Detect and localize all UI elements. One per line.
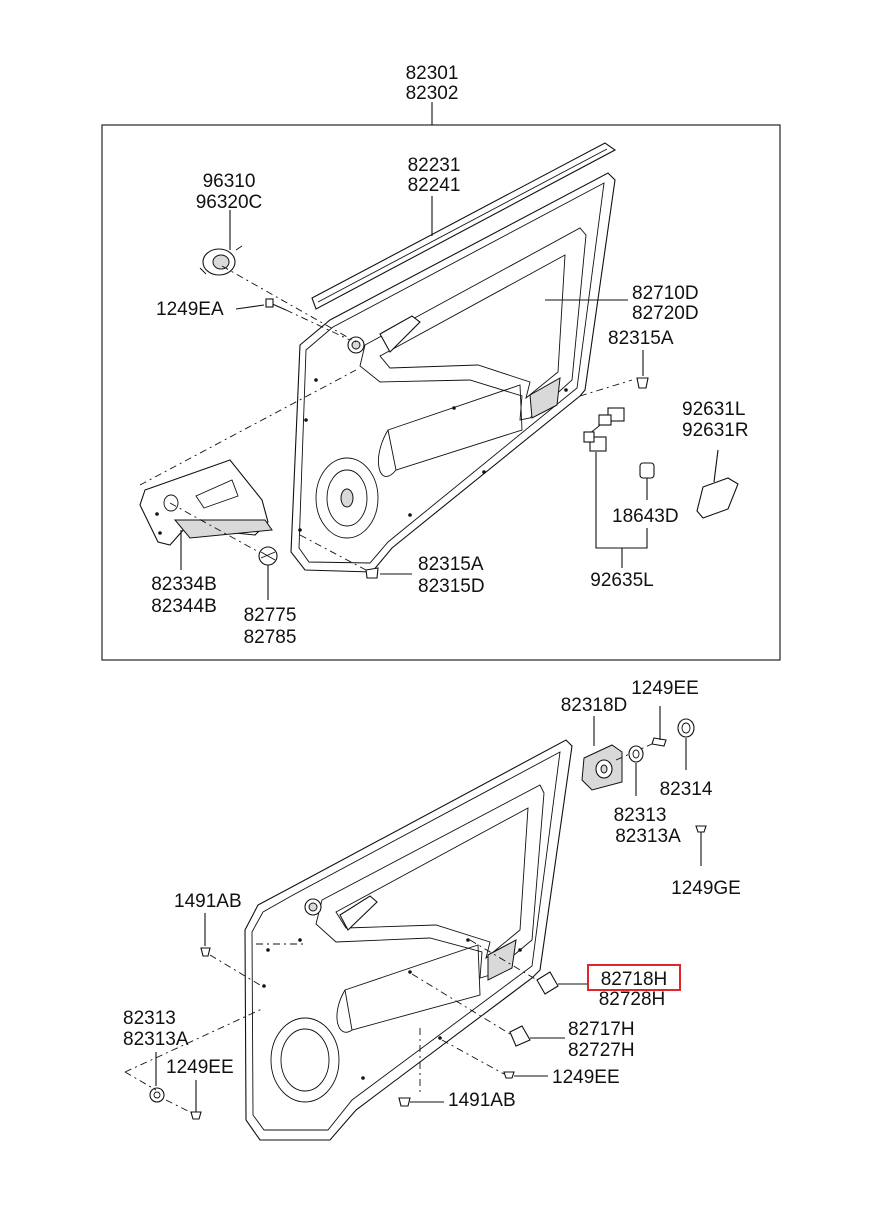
assembly-frame xyxy=(101,124,781,661)
screw-1491ab-bottom xyxy=(398,1097,411,1107)
screw-1249ee-mid-dash xyxy=(441,1039,505,1075)
label-handle-trim-1: 82710D xyxy=(632,283,699,304)
retainer-left-dash xyxy=(124,1007,265,1073)
label-tweeter-1: 96310 xyxy=(203,171,256,192)
label-assembly-2: 82302 xyxy=(406,83,459,104)
wiring-connectors xyxy=(583,407,625,452)
tweeter-dash xyxy=(221,265,357,343)
label-cover-2: 92631R xyxy=(682,420,749,441)
label-screw-1249ee-left: 1249EE xyxy=(166,1057,234,1078)
door-molding xyxy=(311,142,617,310)
highlight-box xyxy=(587,964,681,991)
screw-1249ge xyxy=(695,825,707,866)
door-trim-panel-bottom xyxy=(244,739,573,1141)
label-clip-82315a-top: 82315A xyxy=(608,328,674,349)
label-retainer-top-2: 82313A xyxy=(615,826,681,847)
label-assembly-1: 82301 xyxy=(406,63,459,84)
bracket-dash-upper xyxy=(139,369,357,486)
label-retainer-top-1: 82313 xyxy=(614,805,667,826)
label-screw-1249ge: 1249GE xyxy=(671,878,741,899)
retainer-82313-left xyxy=(149,1087,165,1103)
label-clip-bottom-1: 82315A xyxy=(418,554,484,575)
plug-18643d xyxy=(639,462,655,500)
label-plug: 18643D xyxy=(612,506,679,527)
label-screw-1491ab-bottom: 1491AB xyxy=(448,1090,516,1111)
label-pad-82717h-1: 82717H xyxy=(568,1019,635,1040)
pad-82718h xyxy=(536,971,559,995)
retainer-left-dash-2 xyxy=(124,1071,157,1091)
label-cap: 82314 xyxy=(660,779,713,800)
cover-92631 xyxy=(696,477,739,519)
bracket-dash-lower xyxy=(169,502,267,557)
label-molding-2: 82241 xyxy=(408,175,461,196)
label-molding-1: 82231 xyxy=(408,155,461,176)
cover-leader xyxy=(713,449,719,483)
bracket-82334b xyxy=(139,459,273,546)
label-screw-1249ee-mid: 1249EE xyxy=(552,1067,620,1088)
label-handle-trim-2: 82720D xyxy=(632,303,699,324)
label-pad-82718h-2: 82728H xyxy=(599,989,666,1010)
label-wiring: 92635L xyxy=(590,570,653,591)
label-screw-1249ee-top: 1249EE xyxy=(631,678,699,699)
screw-1249ee-left-dash xyxy=(165,1099,193,1114)
label-cover-1: 92631L xyxy=(682,399,745,420)
pad-82718h-dash xyxy=(469,939,538,981)
clip-82315a-bottom xyxy=(365,567,379,579)
screw-1249ee-left xyxy=(190,1111,202,1120)
pad-82717h-dash xyxy=(411,973,511,1035)
wiring-bracket-leader xyxy=(595,452,648,549)
label-pad-82717h-2: 82727H xyxy=(568,1040,635,1061)
screw-1249ea-leader xyxy=(235,304,265,310)
cap-82314 xyxy=(677,718,695,738)
label-bracket-82318d: 82318D xyxy=(561,695,628,716)
tweeter-speaker xyxy=(199,245,243,276)
bracket-82318d xyxy=(581,744,623,791)
door-trim-panel-top xyxy=(290,172,616,573)
label-bracket-1: 82334B xyxy=(151,574,217,595)
retainer-82313-top xyxy=(628,745,644,763)
label-tweeter-2: 96320C xyxy=(196,192,263,213)
label-screw-1491ab-left: 1491AB xyxy=(174,891,242,912)
label-screw-1249ea: 1249EA xyxy=(156,299,224,320)
label-grommet-1: 82775 xyxy=(244,605,297,626)
label-retainer-left-1: 82313 xyxy=(123,1008,176,1029)
screw-1491ab-left-dash xyxy=(209,954,261,986)
clip-82315a-top xyxy=(636,377,649,389)
label-pad-82718h-1: 82718H xyxy=(601,969,668,990)
label-clip-bottom-2: 82315D xyxy=(418,576,485,597)
screw-1249ea xyxy=(265,298,287,311)
screw-1491ab-left xyxy=(200,947,211,957)
label-retainer-left-2: 82313A xyxy=(123,1029,189,1050)
screw-1249ea-dash xyxy=(285,309,351,341)
label-bracket-2: 82344B xyxy=(151,596,217,617)
clip-bottom-dash xyxy=(299,534,367,571)
label-grommet-2: 82785 xyxy=(244,627,297,648)
screw-1249ee-mid xyxy=(503,1071,515,1079)
grommet-82775 xyxy=(258,546,278,566)
pad-82717h xyxy=(509,1025,531,1047)
screw-1249ee-top xyxy=(651,706,667,747)
clip-top-dash xyxy=(579,379,633,397)
